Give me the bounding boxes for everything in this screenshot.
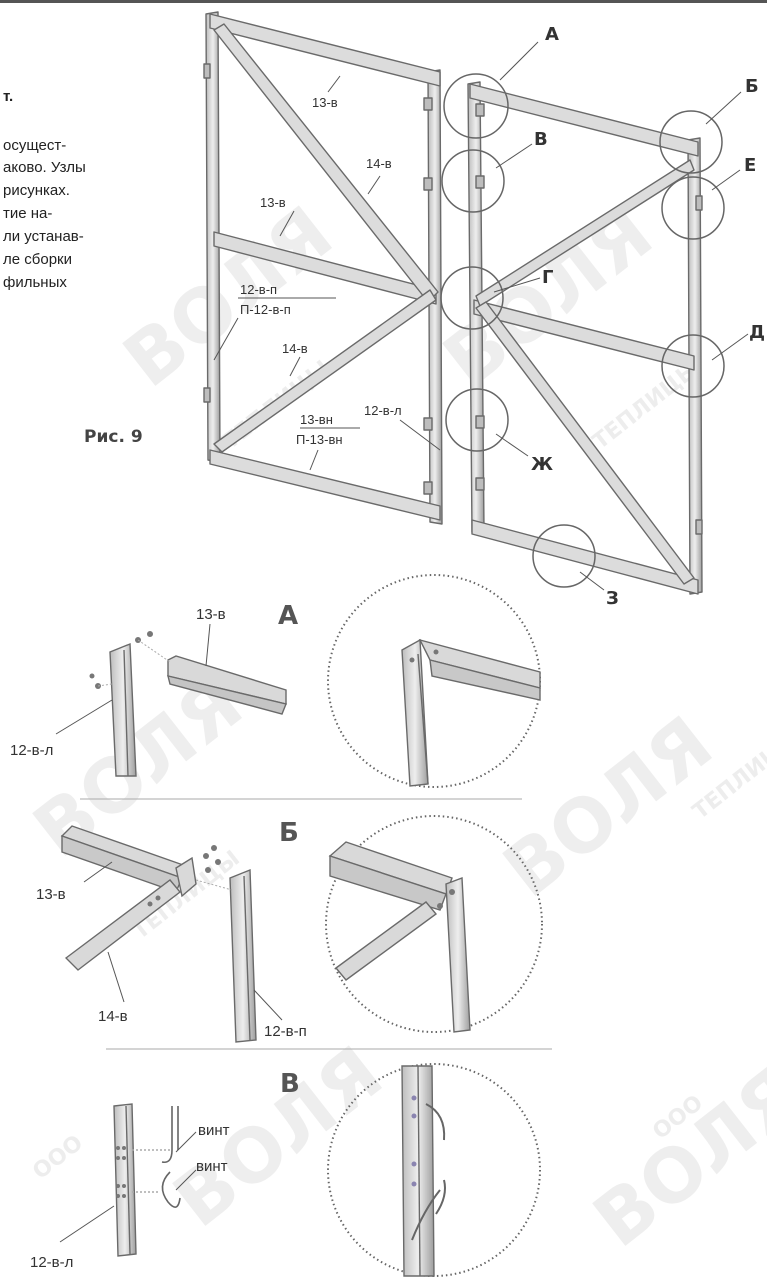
node-letter-a: А — [545, 24, 559, 45]
node-letter-b: Б — [745, 76, 759, 97]
detail-b-label-12vp: 12-в-п — [264, 1023, 307, 1040]
part-label-12vp-alt: П-12-в-п — [240, 302, 291, 317]
detail-v-label-screw-1: винт — [198, 1122, 230, 1139]
text-fragment-7: ле сборки — [3, 251, 72, 268]
detail-b-zoom-circle — [325, 815, 543, 1033]
figure-caption: Рис. 9 — [84, 427, 143, 447]
text-fragment-1: т. — [3, 88, 14, 105]
detail-b: Б 13-в 14-в 12-в-п — [36, 815, 543, 1043]
detail-v-letter: В — [280, 1069, 300, 1099]
node-circle-a — [443, 73, 509, 139]
detail-b-letter: Б — [279, 818, 299, 848]
text-fragment-6: ли устанав- — [3, 228, 84, 245]
node-circles — [440, 73, 725, 588]
watermark-main: ВОЛЯ — [158, 1030, 398, 1244]
part-label-14v-top: 14-в — [366, 156, 392, 171]
detail-a-letter: А — [278, 601, 298, 631]
detail-b-label-14v: 14-в — [98, 1008, 128, 1025]
node-leaders — [493, 41, 749, 591]
node-letter-z: З — [606, 588, 619, 609]
node-letter-e: Е — [744, 155, 756, 176]
detail-a: А 13-в 12-в-л — [10, 574, 541, 788]
detail-b-label-13v: 13-в — [36, 886, 66, 903]
hinge-tabs — [203, 63, 703, 535]
text-fragment-4: рисунках. — [3, 182, 70, 199]
node-circle-b — [659, 110, 723, 174]
node-letter-d: Д — [749, 322, 765, 343]
part-label-13v-top: 13-в — [312, 95, 338, 110]
text-fragment-8: фильных — [3, 274, 67, 291]
watermark-prefix: ООО — [28, 1130, 88, 1184]
detail-a-label-12vl: 12-в-л — [10, 742, 53, 759]
detail-a-label-13v: 13-в — [196, 606, 226, 623]
node-circle-d — [661, 334, 725, 398]
part-label-13vn: 13-вн — [300, 412, 333, 427]
watermark-sub: ТЕПЛИЦЫ — [588, 356, 705, 455]
node-letter-g: Г — [542, 267, 553, 288]
text-fragment-3: аково. Узлы — [3, 159, 86, 176]
node-circle-z — [532, 524, 596, 588]
detail-v: В винт винт 12-в-л — [30, 1063, 541, 1277]
detail-v-zoom-circle — [327, 1063, 541, 1277]
detail-v-label-12vl: 12-в-л — [30, 1254, 73, 1271]
node-circle-zh — [445, 388, 509, 452]
watermark-main: ВОЛЯ — [428, 190, 668, 404]
node-circle-v — [441, 149, 505, 213]
node-letter-v: В — [534, 129, 548, 150]
part-label-13vn-alt: П-13-вн — [296, 432, 343, 447]
top-border-line — [0, 0, 767, 3]
part-label-12vp: 12-в-п — [240, 282, 277, 297]
right-door-frame — [467, 81, 703, 595]
part-label-14v-low: 14-в — [282, 341, 308, 356]
detail-v-label-screw-2: винт — [196, 1158, 228, 1175]
node-letter-zh: Ж — [531, 454, 553, 475]
watermark-main: ВОЛЯ — [578, 1050, 767, 1264]
main-figure — [203, 11, 703, 595]
node-circle-g — [440, 266, 504, 330]
text-fragment-5: тие на- — [3, 205, 53, 222]
node-circle-e — [661, 176, 725, 240]
part-label-13v-mid: 13-в — [260, 195, 286, 210]
part-leaders — [213, 75, 441, 471]
part-label-12vl: 12-в-л — [364, 403, 402, 418]
text-fragment-2: осущест- — [3, 137, 67, 154]
left-door-frame — [205, 11, 443, 525]
